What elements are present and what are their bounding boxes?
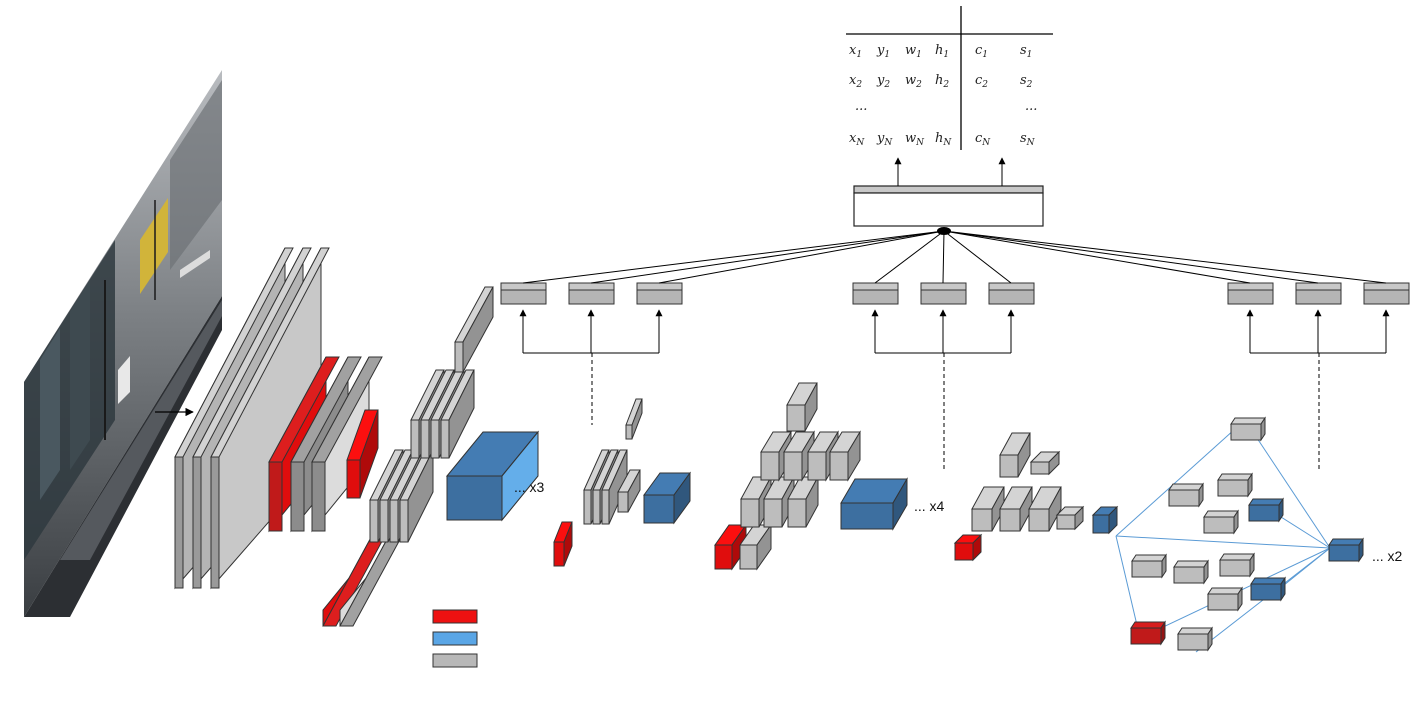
stem-gray-slab: [311, 356, 383, 533]
layer-blocks: [174, 247, 1119, 627]
stage4-block: [1029, 450, 1061, 476]
legend-blue-swatch: [432, 631, 478, 646]
table-cell: yN: [876, 131, 893, 148]
legend-red-swatch: [432, 609, 478, 624]
input-image: [24, 70, 222, 617]
stage1-lower-block: [399, 449, 434, 543]
fan-line: [943, 230, 1387, 284]
repeat-label-x3: ... x3: [514, 479, 545, 495]
table-cell: hN: [935, 131, 952, 148]
table-cell: s1: [1020, 43, 1032, 60]
table-cell: y2: [876, 73, 890, 90]
stage2-block: [625, 398, 643, 440]
legend: [432, 609, 478, 668]
stage3-red-block: [714, 523, 747, 571]
graph-edge: [1115, 535, 1331, 549]
table-cell: x2: [849, 73, 862, 90]
graph-blue-node: [1248, 497, 1284, 523]
red-block: [346, 409, 379, 499]
table-cell: w2: [905, 73, 922, 90]
head-block: [636, 282, 683, 305]
repeat-label-x4: ... x4: [914, 498, 945, 514]
stage3-blue-block: [840, 477, 908, 531]
table-cell: sN: [1020, 131, 1036, 148]
table-cell: y1: [876, 43, 890, 60]
stage3-block: [787, 476, 819, 528]
table-cell: h2: [935, 73, 949, 90]
branch-red-slab: [322, 520, 394, 627]
stage2-red-block: [553, 521, 573, 567]
stage4-block: [1028, 486, 1062, 532]
table-cell: h1: [935, 43, 949, 60]
table-cell: x1: [849, 43, 862, 60]
graph-gray-node: [1217, 472, 1253, 498]
graph-gray-node: [1131, 553, 1167, 579]
head-block: [920, 282, 967, 305]
head-block: [1227, 282, 1274, 305]
fusion-lines: [522, 230, 1387, 284]
stage3-block: [786, 382, 818, 432]
head-block: [1295, 282, 1342, 305]
fan-line: [522, 230, 945, 284]
table-cell: xN: [849, 131, 865, 148]
graph-edge: [1115, 419, 1246, 537]
table-cell: c2: [975, 73, 988, 90]
head-block: [988, 282, 1035, 305]
graph-gray-node: [1219, 552, 1255, 578]
stage1-top-block: [454, 286, 494, 373]
stage4-red-block: [953, 533, 983, 562]
table-cell: s2: [1020, 73, 1033, 90]
graph-edge: [1244, 419, 1331, 549]
table-ellipsis-right: ...: [1025, 99, 1037, 114]
feature-fusion-graph: [1115, 416, 1364, 653]
stage4-block: [971, 486, 1005, 532]
stage4-block: [1055, 505, 1085, 531]
stage2-blue-block: [643, 471, 691, 525]
stage1-upper-block: [440, 369, 475, 459]
table-cell: c1: [975, 43, 988, 60]
graph-blue-node: [1328, 537, 1364, 563]
fan-line: [658, 230, 945, 284]
graph-red-node: [1130, 620, 1166, 646]
detection-heads: [500, 282, 1410, 470]
stage2-block: [617, 469, 641, 513]
graph-gray-node: [1168, 482, 1204, 508]
stage4-block: [999, 432, 1031, 478]
graph-gray-node: [1207, 586, 1243, 612]
graph-gray-node: [1173, 559, 1209, 585]
fan-line: [942, 230, 945, 284]
repeat-label-x2: ... x2: [1372, 548, 1403, 564]
graph-gray-node: [1203, 509, 1239, 535]
stem-slab: [210, 247, 330, 590]
stem-gray-slab: [290, 356, 362, 533]
fan-line: [590, 230, 945, 284]
output-block: [853, 185, 1044, 227]
output-table: x1 y1 w1 h1 c1 s1 x2 y2 w2 h2 c2 s2 xN yN wN hN cN sN ...…: [846, 6, 1053, 150]
stage4-block: [999, 486, 1033, 532]
table-cell: w1: [905, 43, 922, 60]
head-block: [1363, 282, 1410, 305]
graph-gray-node: [1177, 626, 1213, 652]
stage2-block: [601, 449, 628, 525]
head-block: [568, 282, 615, 305]
table-cell: wN: [905, 131, 925, 148]
fan-line: [943, 230, 1012, 284]
graph-gray-node: [1230, 416, 1266, 442]
stage4-blue-block: [1091, 505, 1119, 535]
fan-line: [943, 230, 1319, 284]
fan-line: [874, 230, 945, 284]
graph-edge: [1115, 535, 1141, 639]
fusion-hub: [937, 227, 951, 235]
table-cell: cN: [975, 131, 991, 148]
table-ellipsis-left: ...: [855, 99, 867, 114]
head-block: [500, 282, 547, 305]
fan-line: [943, 230, 1251, 284]
stage3-block: [829, 430, 861, 482]
legend-gray-swatch: [432, 653, 478, 668]
head-block: [852, 282, 899, 305]
graph-blue-node: [1250, 576, 1286, 602]
